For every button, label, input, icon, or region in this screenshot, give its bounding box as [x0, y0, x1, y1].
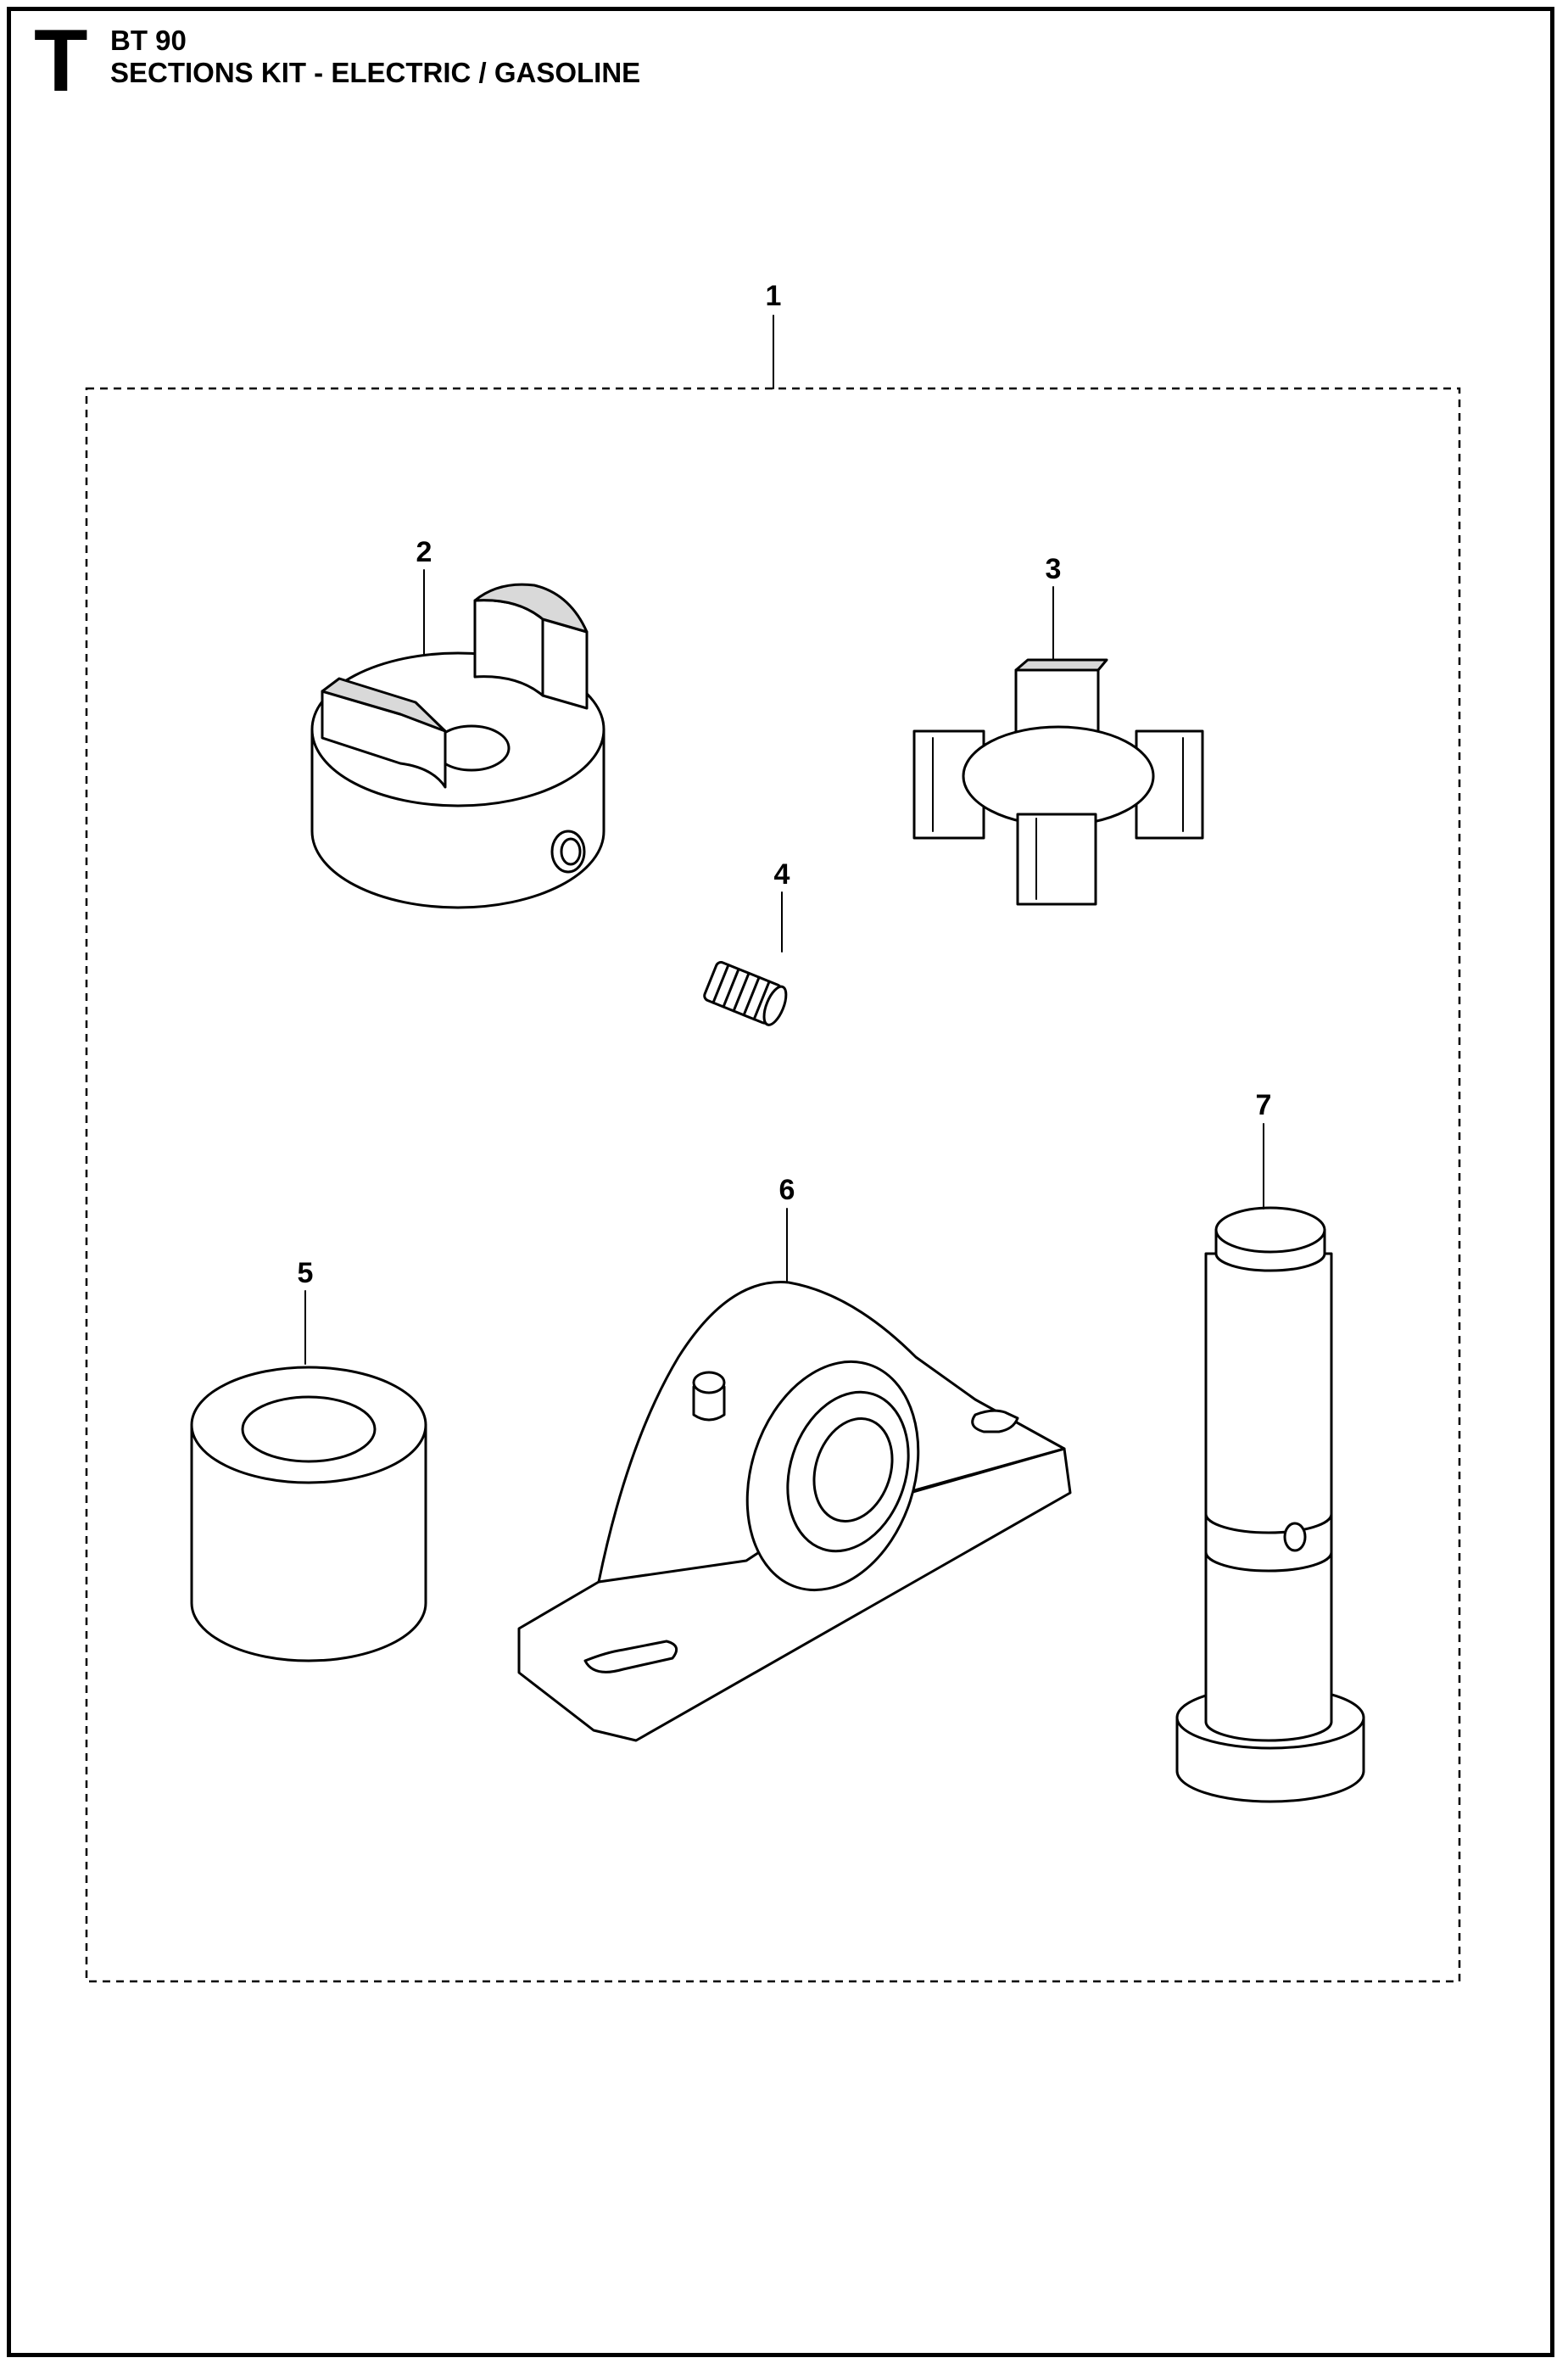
bearing-inner-ring [786, 1390, 910, 1553]
mount-slot-left [583, 1640, 678, 1673]
screw-thread-3 [732, 971, 751, 1013]
callout-4: 4 [774, 858, 790, 891]
shaft-part: 7 [1175, 1089, 1365, 1803]
coupling-hub-part: 2 [310, 536, 605, 909]
drawing-frame [7, 7, 1554, 2357]
shaft-step-2 [1204, 1550, 1333, 1573]
callout-2: 2 [416, 536, 432, 568]
kit-group: 1 [85, 280, 1461, 1983]
hub-jaw-front-top [321, 677, 447, 733]
spider-center [962, 725, 1155, 827]
spider-left-arm [912, 729, 985, 840]
shaft-body [1204, 1252, 1333, 1742]
screw-thread-5 [752, 980, 771, 1021]
hub-jaw-rear-top [473, 583, 589, 634]
model-label: BT 90 [110, 25, 187, 56]
spider-insert-part: 3 [912, 553, 1204, 906]
grease-fitting-body [692, 1385, 726, 1422]
callout-3: 3 [1046, 553, 1062, 585]
callout-1: 1 [766, 280, 782, 312]
spider-bottom-arm [1016, 813, 1097, 906]
hub-hole-inner [560, 837, 582, 866]
shaft-cross-hole [1283, 1522, 1307, 1552]
screw-thread-4 [742, 975, 761, 1017]
callout-5: 5 [298, 1257, 314, 1289]
screw-thread-1 [711, 964, 730, 1004]
callout-6: 6 [779, 1174, 795, 1206]
spider-top-arm-cap [1014, 658, 1108, 672]
screw-end [762, 985, 788, 1026]
shaft-step-1 [1204, 1512, 1333, 1534]
hub-jaw-rear-face [541, 617, 589, 710]
screw-thread-2 [722, 968, 740, 1009]
callout-7: 7 [1256, 1089, 1272, 1121]
bushing-part: 5 [190, 1257, 427, 1662]
pillow-block-part: 6 [517, 1174, 1072, 1742]
section-letter: T [34, 12, 88, 110]
page-title: SECTIONS KIT - ELECTRIC / GASOLINE [110, 57, 641, 88]
grease-fitting-top [692, 1371, 726, 1394]
bushing-body [190, 1423, 427, 1662]
bushing-bore [241, 1395, 377, 1463]
kit-dashed-border [85, 387, 1461, 1983]
bearing-bore [812, 1416, 894, 1523]
mount-slot-right [971, 1409, 1019, 1433]
set-screw-part: 4 [703, 858, 790, 1026]
shaft-end-face [1214, 1206, 1326, 1254]
